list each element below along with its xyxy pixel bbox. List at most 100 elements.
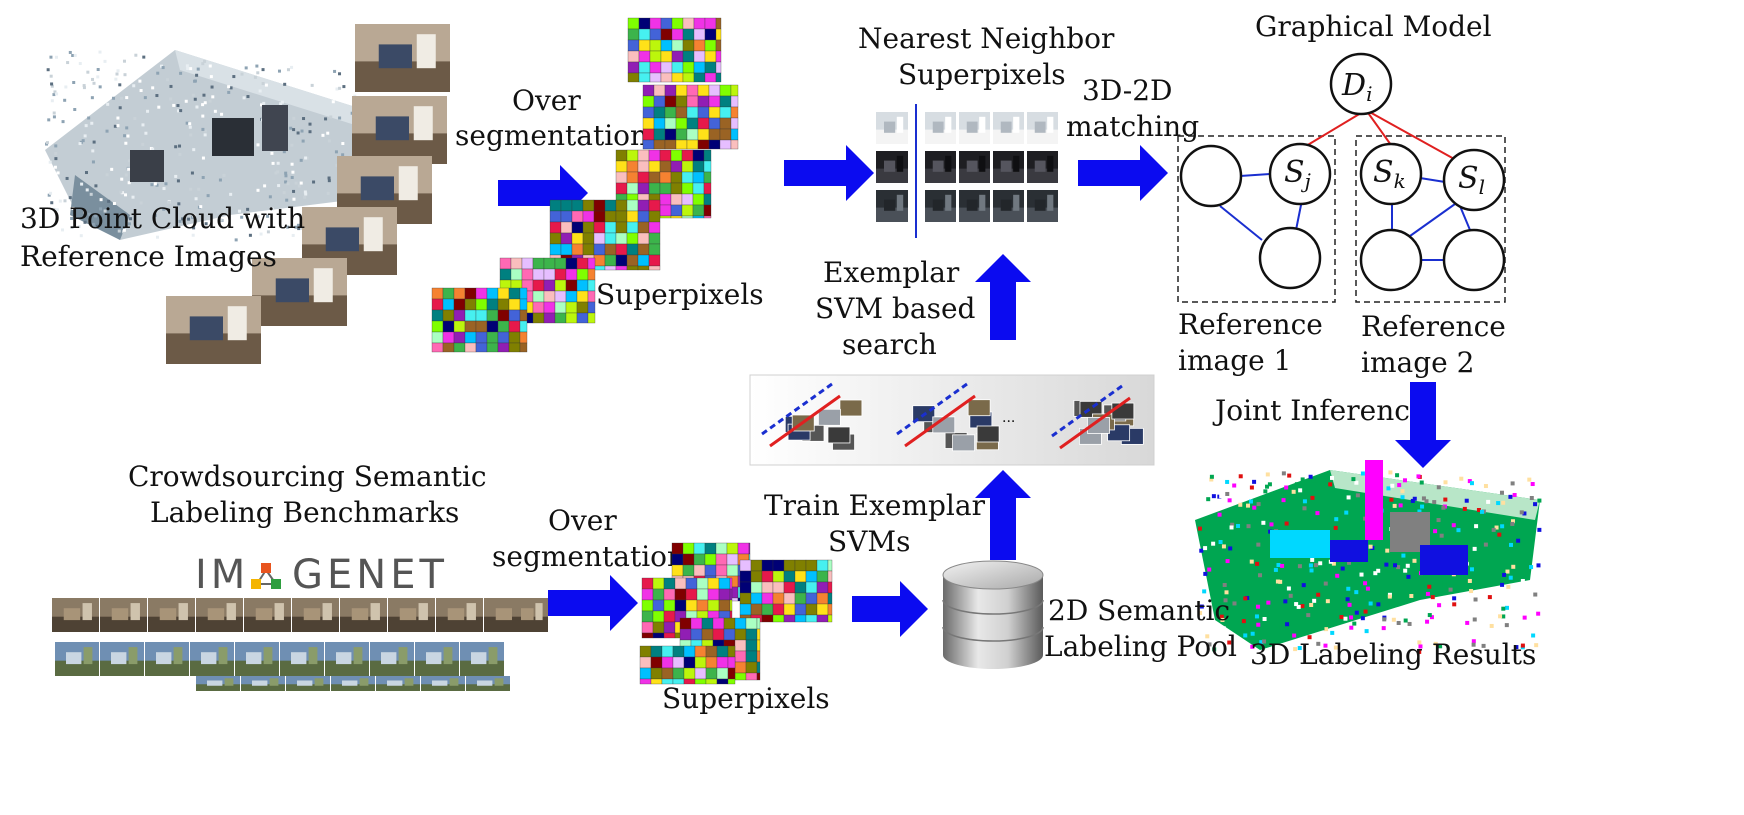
benchmark-image-row3-6	[421, 676, 465, 691]
arrow-train-up	[975, 470, 1031, 560]
svg-text:Sk: Sk	[1373, 155, 1406, 193]
reference-image-5	[252, 258, 347, 326]
benchmark-image-row1-6	[292, 598, 339, 632]
train-label-2: SVMs	[828, 525, 910, 558]
svg-text:IM: IM	[195, 552, 249, 598]
arrow-to-pool	[852, 581, 928, 637]
benchmark-image-row1-9	[436, 598, 483, 632]
benchmark-image-row1-5	[244, 598, 291, 632]
3d-labeling-results	[1195, 460, 1542, 654]
node-empty-1	[1179, 144, 1243, 208]
node-s-j: Sj	[1268, 142, 1332, 206]
nn-match-patch-1-1	[925, 112, 956, 144]
benchmark-image-row1-7	[340, 598, 387, 632]
benchmark-image-row3-5	[376, 676, 420, 691]
superpixel-stack-bottom	[639, 542, 833, 685]
node-d-i: Di	[1329, 52, 1393, 116]
nn-query-patch-2	[876, 151, 908, 183]
pool-label-2: Labeling Pool	[1044, 630, 1237, 663]
nearest-neighbor-label-2: Superpixels	[898, 58, 1066, 91]
benchmark-image-row1-11	[512, 598, 548, 632]
benchmark-image-row3-7	[466, 676, 510, 691]
graphical-model-title: Graphical Model	[1255, 10, 1492, 43]
point-cloud-scene	[45, 50, 367, 242]
train-label-1: Train Exemplar	[764, 489, 986, 522]
reference-image-2-box	[1355, 135, 1506, 303]
benchmark-image-row1-4	[196, 598, 243, 632]
reference-image-2-label-2: image 2	[1361, 346, 1474, 379]
svg-text:Di: Di	[1341, 68, 1372, 106]
superpixel-image-top-6	[431, 287, 528, 353]
nn-match-patch-1-2	[959, 112, 990, 144]
exemplar-svm-strip: ...	[749, 374, 1155, 466]
nearest-neighbor-label-1: Nearest Neighbor	[858, 22, 1115, 55]
benchmark-image-row2-5	[235, 642, 279, 676]
nn-query-patch-3	[876, 190, 908, 222]
node-empty-2	[1258, 226, 1322, 290]
nn-match-patch-2-2	[959, 151, 990, 183]
exemplar-cluster-1	[761, 382, 863, 451]
crowdsourcing-label-1: Crowdsourcing Semantic	[128, 460, 487, 493]
over-seg-top-label-2: segmentation	[455, 119, 648, 152]
reference-image-1	[355, 24, 450, 92]
node-s-k: Sk	[1359, 142, 1423, 206]
benchmark-image-row2-3	[145, 642, 189, 676]
benchmark-image-row1-2	[100, 598, 147, 632]
reference-images-label: Reference Images	[20, 240, 277, 273]
benchmark-image-row2-7	[325, 642, 369, 676]
nn-match-patch-3-3	[993, 190, 1024, 222]
reference-image-4	[302, 207, 397, 275]
benchmark-image-row2-6	[280, 642, 324, 676]
benchmark-image-row2-9	[415, 642, 459, 676]
over-seg-bottom-label-1: Over	[548, 504, 617, 537]
exemplar-label-1: Exemplar	[823, 256, 960, 289]
svg-text:Sl: Sl	[1458, 161, 1485, 199]
benchmark-image-row1-3	[148, 598, 195, 632]
benchmark-image-row2-1	[55, 642, 99, 676]
benchmark-image-row1-1	[52, 598, 99, 632]
benchmark-image-row2-4	[190, 642, 234, 676]
pool-label-1: 2D Semantic	[1048, 594, 1230, 627]
superpixel-stack-top	[431, 17, 739, 353]
nn-match-patch-2-4	[1027, 151, 1058, 183]
arrow-to-nearest-neighbor	[784, 145, 874, 201]
reference-image-6	[166, 296, 261, 364]
nn-match-patch-1-4	[1027, 112, 1058, 144]
benchmark-image-row2-8	[370, 642, 414, 676]
benchmark-image-row3-3	[286, 676, 330, 691]
benchmark-image-row2-10	[460, 642, 504, 676]
nn-match-patch-2-1	[925, 151, 956, 183]
svg-text:GENET: GENET	[292, 552, 448, 598]
benchmark-image-strip	[52, 598, 548, 691]
exemplar-cluster-3	[1051, 384, 1144, 450]
arrow-exemplar-up	[975, 254, 1031, 340]
arrow-over-seg-bottom	[548, 575, 638, 631]
exemplar-ellipsis: ...	[1002, 410, 1015, 426]
matching-label-2: matching	[1066, 110, 1199, 143]
labeling-results-label: 3D Labeling Results	[1250, 638, 1536, 671]
benchmark-image-row3-1	[196, 676, 240, 691]
reference-image-2	[352, 96, 447, 164]
node-s-l: Sl	[1442, 148, 1506, 212]
superpixel-image-top-1	[627, 17, 722, 83]
reference-image-1-box	[1177, 135, 1336, 303]
nearest-neighbor-patches	[876, 104, 1058, 238]
reference-image-1-label-1: Reference	[1178, 308, 1323, 341]
graphical-model: Graphical Model Di Sj	[1177, 10, 1506, 379]
node-empty-3	[1359, 228, 1423, 292]
matching-label-1: 3D-2D	[1082, 74, 1173, 107]
reference-image-stack	[166, 24, 450, 364]
nn-match-patch-3-4	[1027, 190, 1058, 222]
arrow-3d-2d-matching	[1078, 145, 1168, 201]
benchmark-image-row3-2	[241, 676, 285, 691]
nn-match-patch-1-3	[993, 112, 1024, 144]
imagenet-logo-mark	[251, 563, 281, 589]
svg-text:Sj: Sj	[1284, 155, 1311, 193]
superpixels-top-label: Superpixels	[596, 278, 764, 311]
imagenet-logo: IM GENET	[195, 552, 448, 598]
exemplar-label-2: SVM based	[815, 292, 976, 325]
nn-match-patch-3-1	[925, 190, 956, 222]
exemplar-cluster-2	[896, 382, 1000, 452]
exemplar-strip-bg	[749, 374, 1155, 466]
